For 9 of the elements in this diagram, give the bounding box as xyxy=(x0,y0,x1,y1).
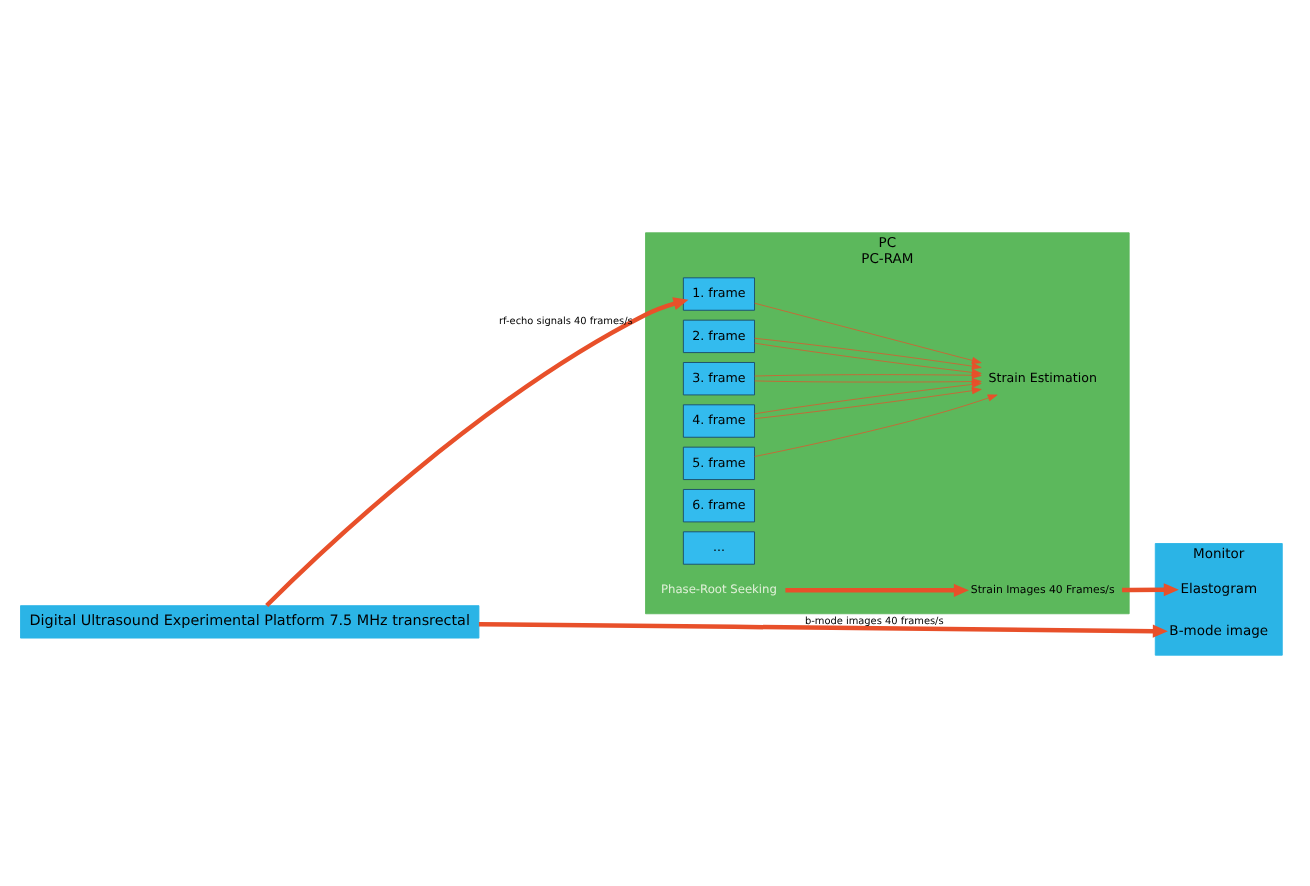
arrow xyxy=(754,301,982,363)
arrow xyxy=(265,296,689,607)
arrow xyxy=(754,336,982,369)
arrow xyxy=(754,370,982,378)
arrow xyxy=(1122,582,1179,596)
arrow xyxy=(785,582,969,596)
arrow xyxy=(754,386,982,419)
arrow xyxy=(478,620,1168,637)
arrow xyxy=(754,393,998,456)
